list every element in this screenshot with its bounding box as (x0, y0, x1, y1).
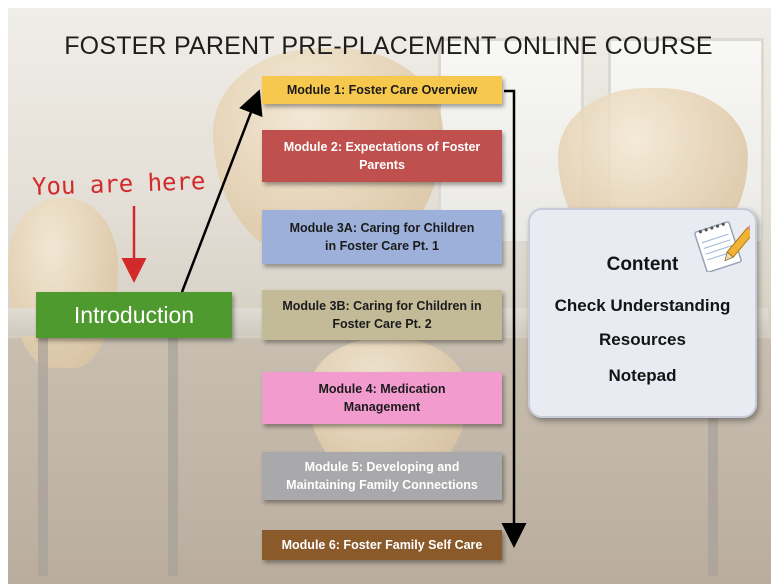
intro-to-module1-arrow (180, 89, 263, 293)
content-link[interactable]: Content (606, 254, 679, 275)
module-label: Module 5: Developing and (304, 460, 460, 474)
module-3a-button[interactable]: Module 3A: Caring for Children in Foster … (262, 210, 502, 264)
module-3b-button[interactable]: Module 3B: Caring for Children in Foster … (262, 290, 502, 340)
module-1-button[interactable]: Module 1: Foster Care Overview (262, 76, 502, 104)
background-desk-leg (168, 336, 178, 576)
background-desk-leg (38, 336, 48, 576)
module-label: in Foster Care Pt. 1 (325, 239, 439, 253)
page-title: FOSTER PARENT PRE-PLACEMENT ONLINE COURS… (64, 32, 713, 60)
module-label: Maintaining Family Connections (286, 478, 478, 492)
resources-panel: Content Check Understanding Resources No… (528, 208, 757, 418)
module-label: Module 2: Expectations of Foster (283, 140, 481, 154)
background-desk-leg (708, 336, 718, 576)
module-label: Management (343, 400, 421, 414)
check-understanding-link[interactable]: Check Understanding (554, 296, 731, 315)
module-label: Module 3A: Caring for Children (289, 221, 475, 235)
module-label: Module 6: Foster Family Self Care (281, 538, 483, 552)
module-label: Parents (359, 158, 405, 172)
notepad-pencil-icon (694, 221, 750, 272)
notepad-link[interactable]: Notepad (608, 366, 677, 385)
background-chair (8, 198, 118, 368)
module-label: Module 1: Foster Care Overview (286, 83, 478, 97)
module-label: Module 3B: Caring for Children in (282, 299, 482, 313)
resources-link[interactable]: Resources (599, 330, 686, 349)
module-6-button[interactable]: Module 6: Foster Family Self Care (262, 530, 502, 560)
module-label: Module 4: Medication (318, 382, 446, 396)
module-sequence-arrow (501, 89, 527, 548)
introduction-button[interactable]: Introduction (36, 292, 232, 338)
module-label: Foster Care Pt. 2 (332, 317, 432, 331)
